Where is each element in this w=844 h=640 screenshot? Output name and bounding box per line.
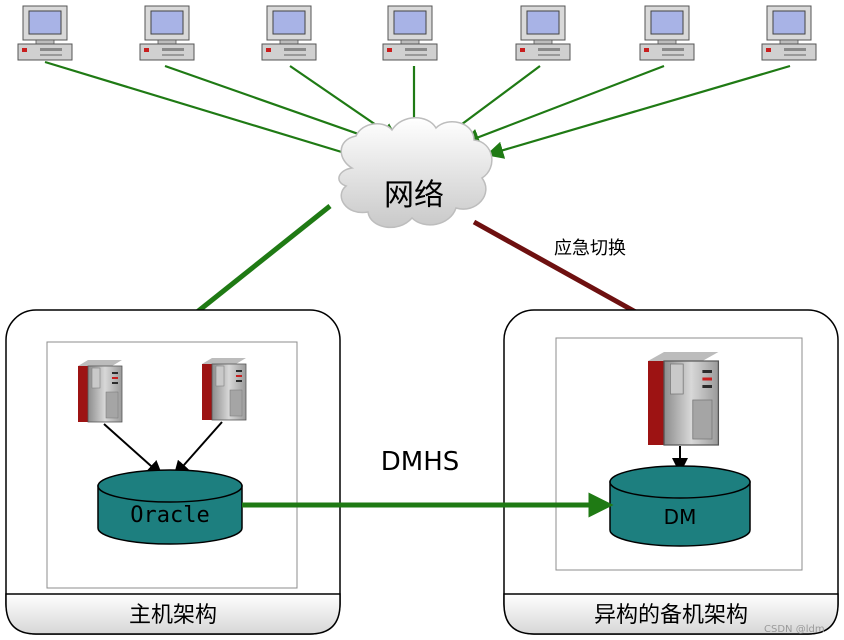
network-label: 网络: [384, 178, 444, 213]
standby-caption: 异构的备机架构: [594, 603, 748, 628]
desktop-computer-icon: [261, 5, 317, 61]
dm-label: DM: [664, 505, 697, 529]
desktop-computer-icon: [382, 5, 438, 61]
primary-caption: 主机架构: [129, 603, 217, 628]
server-to-db-arrow: [103, 423, 163, 477]
desktop-computer-icon: [761, 5, 817, 61]
tower-server-icon: [201, 357, 247, 421]
tower-server-icon: [77, 359, 123, 423]
replication-label: DMHS: [381, 447, 460, 477]
client-arrow: [461, 64, 665, 146]
tower-server-icon: [647, 351, 720, 446]
oracle-database-icon: [97, 469, 243, 545]
client-arrows: [44, 60, 791, 165]
desktop-computer-icon: [17, 5, 73, 61]
dm-database-icon: [609, 465, 751, 547]
watermark: CSDN @ldm: [764, 624, 825, 635]
server-to-db-arrow: [173, 421, 223, 477]
client-computers: [17, 5, 817, 61]
oracle-label: Oracle: [130, 503, 209, 528]
client-arrow: [164, 64, 389, 147]
cloud-icon: [338, 117, 493, 229]
desktop-computer-icon: [639, 5, 695, 61]
desktop-computer-icon: [139, 5, 195, 61]
client-arrow: [44, 60, 373, 165]
failover-label: 应急切换: [554, 238, 626, 259]
client-arrow: [485, 64, 791, 159]
desktop-computer-icon: [515, 5, 571, 61]
